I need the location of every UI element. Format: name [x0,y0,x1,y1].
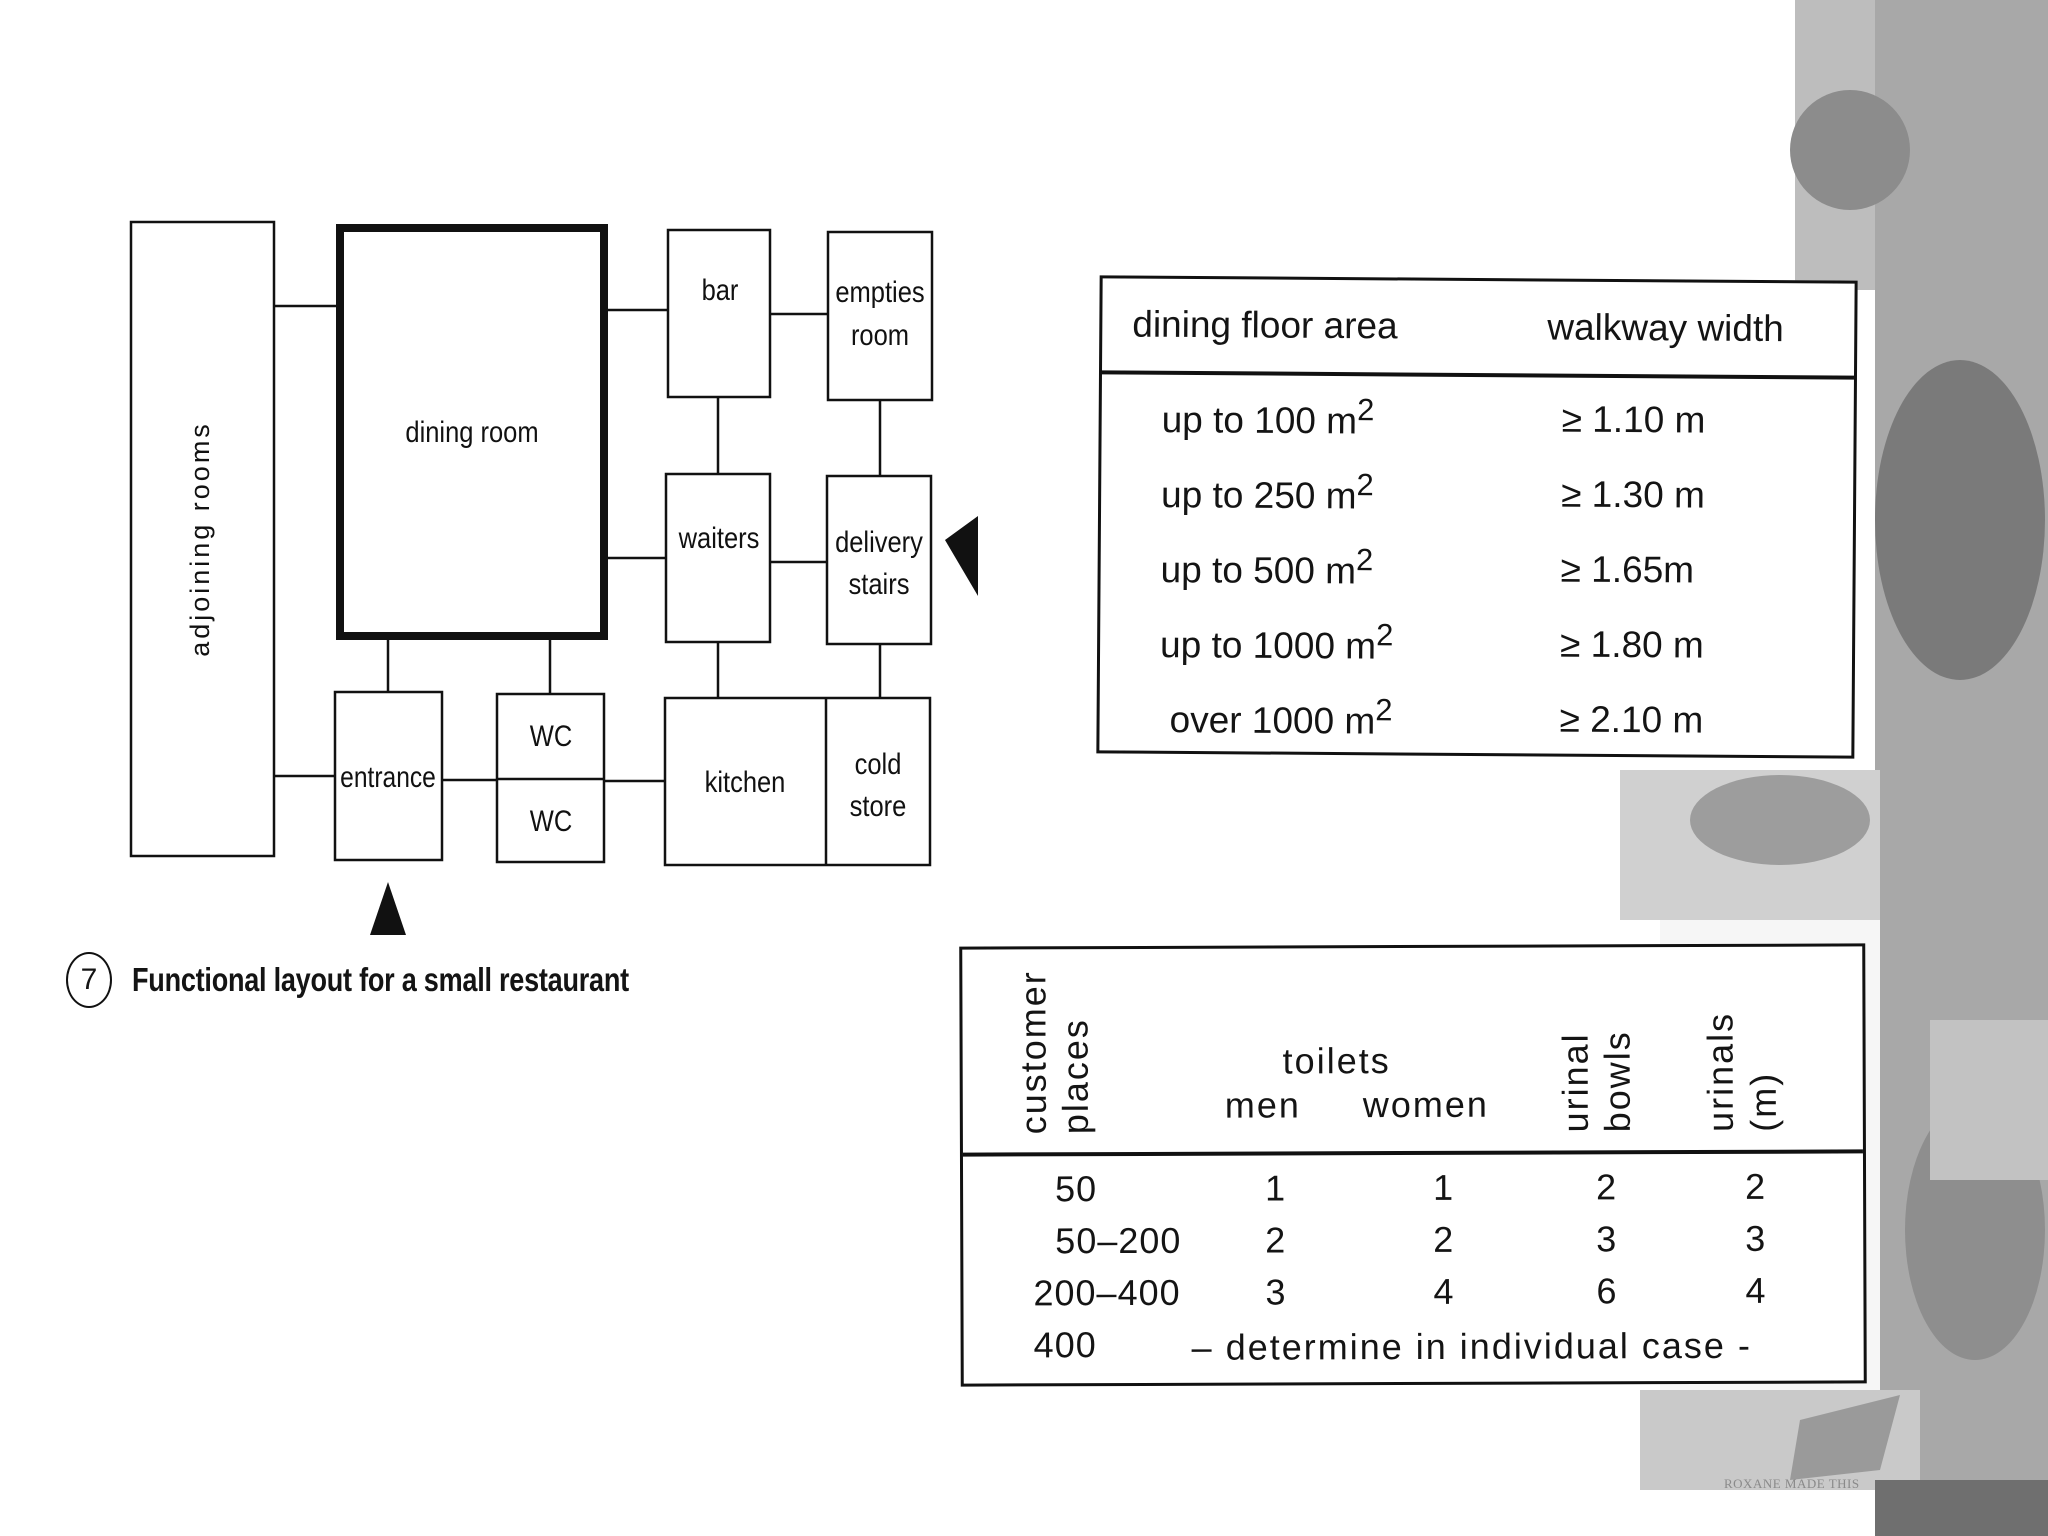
header-bowls: bowls [1596,1030,1638,1133]
header-urinal: urinal [1554,1032,1596,1133]
women-value: 2 [1433,1218,1455,1260]
waiters-label: waiters [678,521,760,554]
adjoining-rooms-label: adjoining rooms [185,421,215,657]
bar-label: bar [702,273,739,306]
waiters-box [664,472,772,644]
table-row: up to 250 m2 ≥ 1.30 m [1101,453,1854,533]
individual-case-note: – determine in individual case - [1191,1324,1752,1368]
adjoining-rooms-box [129,220,276,858]
bowls-value: 3 [1596,1218,1618,1260]
wc-top-label: WC [530,719,572,752]
width-value: ≥ 1.80 m [1559,623,1704,666]
header-women: women [1362,1083,1489,1126]
header-toilets: toilets [1282,1040,1391,1082]
bar-box [666,228,772,399]
figure-caption: 7 Functional layout for a small restaura… [66,950,766,1010]
figure-caption-text: Functional layout for a small restaurant [132,961,629,998]
men-value: 1 [1265,1167,1287,1209]
header-urinals: urinals [1699,1011,1741,1132]
empties-room-label: room [851,318,909,351]
entrance-box [333,690,444,862]
dining-room-label: dining room [405,415,538,448]
places-value: 50 [1055,1168,1098,1210]
width-value: ≥ 1.65m [1560,548,1695,591]
delivery-label: delivery [835,525,923,558]
dining-room-box [336,224,608,640]
men-value: 2 [1265,1219,1287,1261]
table-row: up to 500 m2 ≥ 1.65m [1100,528,1853,608]
watermark-signature: ROXANE MADE THIS [1724,1476,1860,1491]
places-value: 400 [1033,1324,1097,1366]
places-value: 50–200 [1055,1219,1182,1262]
toilets-table: customer places toilets men women urinal… [959,943,1867,1387]
header-men: men [1224,1084,1301,1126]
bowls-value: 2 [1596,1166,1618,1208]
header-walkway-width: walkway width [1547,306,1784,350]
bowls-value: 6 [1596,1270,1618,1312]
cold-label: cold [855,747,902,780]
delivery-stairs-box [825,474,933,646]
men-value: 3 [1265,1271,1287,1313]
kitchen-label: kitchen [705,765,786,798]
urinals-value: 3 [1745,1217,1767,1259]
width-value: ≥ 1.30 m [1561,473,1706,516]
table-row: over 1000 m2 ≥ 2.10 m [1099,678,1852,758]
women-value: 4 [1433,1270,1455,1312]
women-value: 1 [1433,1166,1455,1208]
table-row: up to 100 m2 ≥ 1.10 m [1101,378,1854,458]
places-value: 200–400 [1033,1271,1181,1314]
urinals-value: 2 [1745,1165,1767,1207]
stairs-label: stairs [849,567,910,600]
delivery-arrow-icon [945,516,978,596]
width-value: ≥ 2.10 m [1559,698,1704,741]
walkway-table-header: dining floor area walkway width [1101,278,1855,380]
store-label: store [850,789,907,822]
toilets-table-header: customer places toilets men women urinal… [962,946,1863,1157]
header-places: places [1054,1018,1096,1135]
entrance-arrow-icon [370,882,406,935]
kitchen-cold-store-box [663,696,932,867]
empties-room-box [826,230,934,402]
header-urinals-unit: (m) [1742,1071,1784,1132]
table-row: up to 1000 m2 ≥ 1.80 m [1100,603,1853,683]
header-dining-floor-area: dining floor area [1132,303,1398,347]
wc-bottom-label: WC [530,804,572,837]
empties-label: empties [835,275,924,308]
restaurant-layout-diagram: adjoining rooms dining room bar empties … [129,220,978,935]
urinals-value: 4 [1745,1269,1767,1311]
width-value: ≥ 1.10 m [1561,398,1706,441]
walkway-width-table: dining floor area walkway width up to 10… [1096,275,1858,759]
header-customer: customer [1012,970,1054,1135]
entrance-label: entrance [340,760,436,794]
figure-number: 7 [66,952,112,1008]
